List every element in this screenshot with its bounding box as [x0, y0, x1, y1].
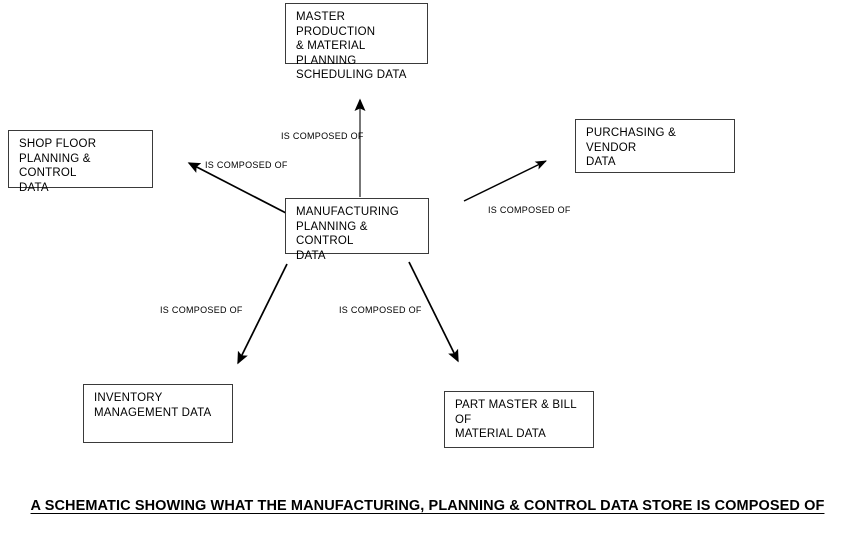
edge-label-center-to-shopfloor: IS COMPOSED OF — [205, 160, 288, 170]
node-master-production-data[interactable]: MASTER PRODUCTION & MATERIAL PLANNING SC… — [285, 3, 428, 81]
arrow-center-to-purchasing — [463, 160, 547, 202]
node-manufacturing-planning-control-data[interactable]: MANUFACTURING PLANNING & CONTROL DATA — [285, 198, 429, 262]
node-inventory-management-data[interactable]: INVENTORY MANAGEMENT DATA — [83, 384, 233, 443]
diagram-caption: A SCHEMATIC SHOWING WHAT THE MANUFACTURI… — [30, 498, 825, 514]
arrow-center-to-inventory — [237, 263, 288, 365]
edge-label-center-to-master: IS COMPOSED OF — [281, 131, 364, 141]
edge-label-center-to-inventory: IS COMPOSED OF — [160, 305, 243, 315]
node-purchasing-vendor-data[interactable]: PURCHASING & VENDOR DATA — [575, 119, 735, 173]
node-shop-floor-planning-control-data[interactable]: SHOP FLOOR PLANNING & CONTROL DATA — [8, 130, 153, 194]
node-part-master-bill-of-material-data[interactable]: PART MASTER & BILL OF MATERIAL DATA — [444, 391, 594, 448]
edge-label-center-to-purchasing: IS COMPOSED OF — [488, 205, 571, 215]
edge-label-center-to-partmaster: IS COMPOSED OF — [339, 305, 422, 315]
